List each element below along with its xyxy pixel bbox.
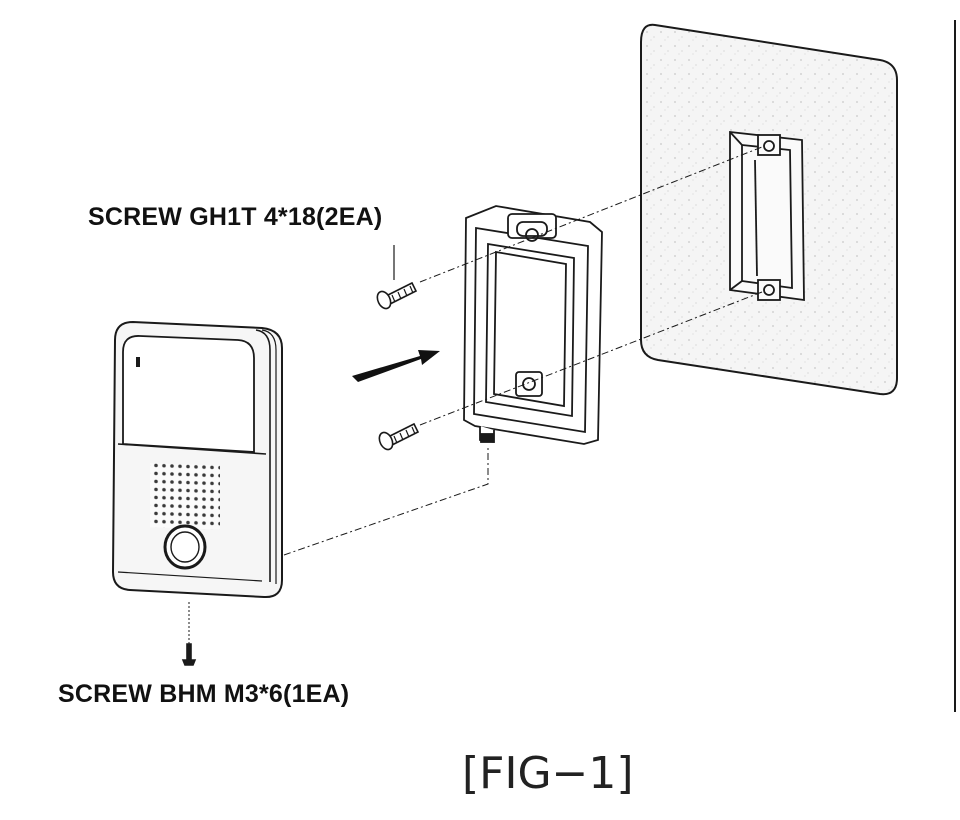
- alignment-lines: [283, 146, 763, 556]
- screw-bhm-bottom: [181, 602, 197, 666]
- bracket-slot-bottom: [522, 377, 536, 391]
- device-side-edge: [255, 329, 271, 582]
- box-screw-hole-bottom: [763, 284, 775, 296]
- device-camera-window: [122, 335, 255, 453]
- device-indicator-mark: [136, 357, 140, 367]
- screw-gh1t-bottom: [378, 422, 420, 451]
- screw-bhm-label: SCREW BHM M3*6(1EA): [58, 680, 350, 708]
- screw-gh1t-label: SCREW GH1T 4*18(2EA): [88, 203, 383, 231]
- wall-electrical-box: [729, 130, 805, 302]
- screw-gh1t-top: [376, 281, 418, 310]
- mounting-bracket: [463, 205, 603, 445]
- device-speaker-grille: [150, 463, 220, 530]
- direction-arrow-icon: [352, 350, 440, 382]
- figure-caption: [FIG−1]: [462, 748, 634, 799]
- door-phone-device: [111, 320, 283, 599]
- bracket-slot-top: [525, 228, 539, 242]
- box-screw-hole-top: [763, 140, 775, 152]
